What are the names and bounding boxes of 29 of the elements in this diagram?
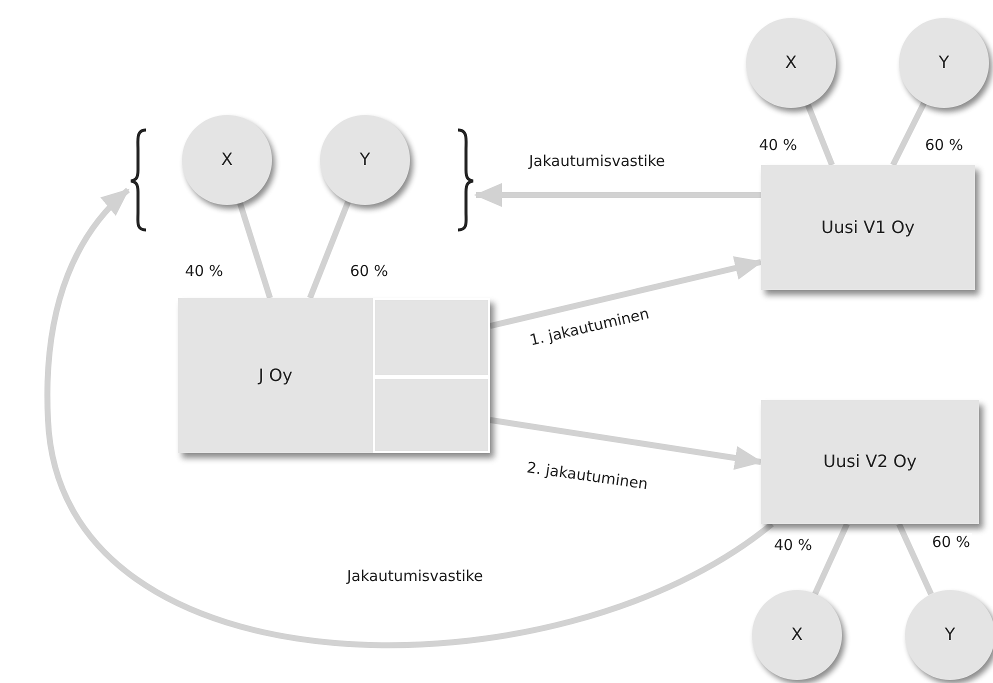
company-box (761, 400, 979, 524)
arrow (474, 183, 761, 207)
node-label: J Oy (256, 366, 294, 386)
connector-line (237, 202, 273, 299)
connector-line (307, 200, 351, 300)
edge-label: Jakautumisvastike (345, 567, 486, 585)
connector-line (805, 104, 835, 166)
connector-line (896, 522, 934, 596)
node-label: Uusi V2 Oy (823, 452, 917, 472)
connector-line (812, 522, 850, 596)
sub-box (373, 298, 490, 377)
node-label: X (785, 53, 797, 73)
node-label: Y (938, 53, 950, 73)
arrow (44, 188, 774, 648)
brace-drawing (456, 128, 476, 232)
node-label: X (221, 150, 233, 170)
connector-line (890, 102, 927, 166)
sub-box (373, 377, 490, 453)
node-label: X (791, 625, 803, 645)
arrow (490, 417, 763, 470)
node-label: Uusi V1 Oy (821, 218, 915, 238)
node-label: Y (944, 625, 956, 645)
edge-label: Jakautumisvastike (527, 152, 668, 170)
node-label: Y (360, 150, 370, 170)
company-box (761, 165, 975, 290)
company-box (178, 298, 490, 453)
arrow (489, 256, 763, 329)
brace-drawing (128, 128, 148, 232)
shareholder-circle (905, 590, 993, 680)
